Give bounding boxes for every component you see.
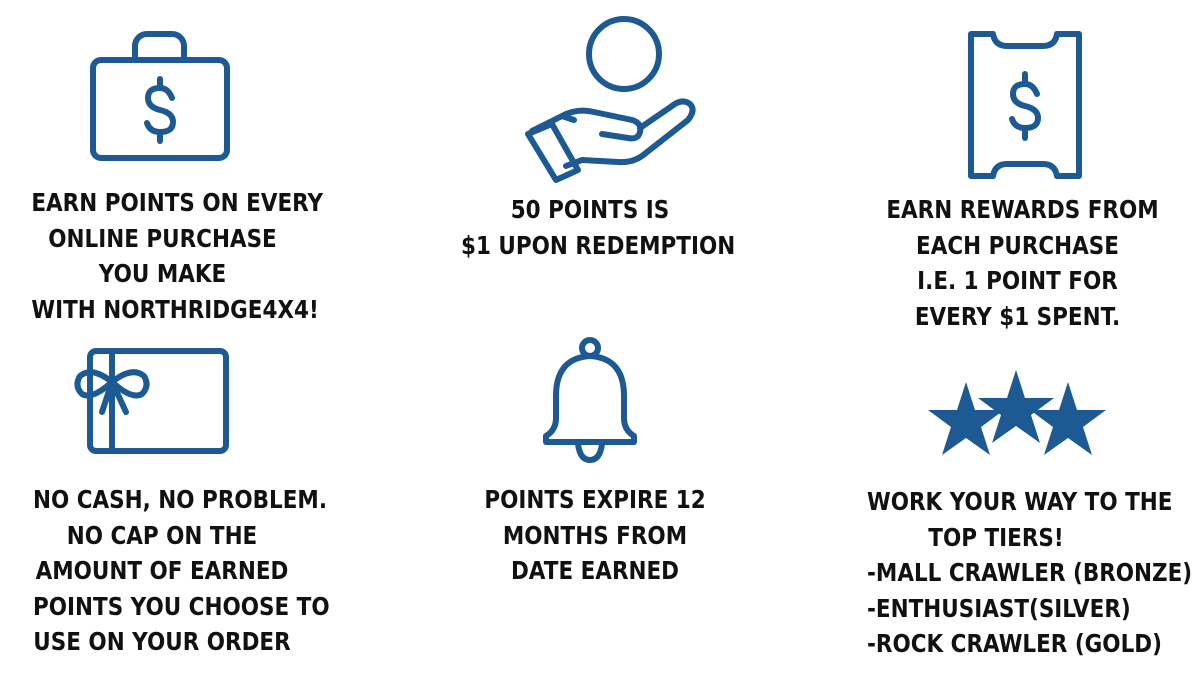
- tile-5-line-3: DATE EARNED: [510, 556, 680, 585]
- tile-5-line-2: MONTHS FROM: [502, 520, 688, 550]
- tile-6-line-1: WORK YOUR WAY TO THE: [867, 487, 1173, 516]
- tile-1-line-2: ONLINE PURCHASE: [48, 223, 277, 253]
- gift-card-icon: [72, 346, 232, 456]
- hand-coin-icon: [522, 16, 702, 186]
- tile-2-line-2: $1 UPON REDEMPTION: [461, 230, 736, 260]
- tile-4-line-3: AMOUNT OF EARNED: [35, 556, 289, 585]
- tile-6-caption: WORK YOUR WAY TO THE TOP TIERS! -MALL CR…: [867, 484, 1193, 662]
- tile-2-caption: 50 POINTS IS $1 UPON REDEMPTION: [461, 192, 736, 263]
- tile-6-line-2: TOP TIERS!: [928, 522, 1064, 552]
- tile-5-line-1: POINTS EXPIRE 12: [484, 485, 706, 514]
- tile-1-caption: EARN POINTS ON EVERY ONLINE PURCHASE YOU…: [31, 185, 324, 327]
- receipt-dollar-icon: [965, 28, 1085, 183]
- tile-4-line-2: NO CAP ON THE: [66, 520, 258, 550]
- tile-6-line-4: -ENTHUSIAST(SILVER): [867, 593, 1131, 623]
- tile-6-line-5: -ROCK CRAWLER (GOLD): [867, 629, 1162, 658]
- tile-1-line-3: YOU MAKE: [98, 259, 227, 288]
- tile-4-line-1: NO CASH, NO PROBLEM.: [33, 485, 327, 514]
- tile-6-line-3: -MALL CRAWLER (BRONZE): [867, 558, 1193, 587]
- tile-5-caption: POINTS EXPIRE 12 MONTHS FROM DATE EARNED: [466, 482, 724, 589]
- tile-4-line-5: USE ON YOUR ORDER: [33, 627, 291, 656]
- tile-1-line-4: WITH NORTHRIDGE4X4!: [31, 294, 319, 324]
- shopping-bag-dollar-icon: [88, 24, 233, 164]
- tile-3-line-1: EARN REWARDS FROM: [886, 195, 1159, 224]
- tile-3-caption: EARN REWARDS FROM EACH PURCHASE I.E. 1 P…: [886, 192, 1159, 334]
- tile-4-line-4: POINTS YOU CHOOSE TO: [33, 591, 330, 621]
- tile-4-caption: NO CASH, NO PROBLEM. NO CAP ON THE AMOUN…: [33, 482, 330, 660]
- bell-icon: [538, 336, 643, 466]
- tile-2-line-1: 50 POINTS IS: [510, 195, 670, 224]
- three-stars-icon: [928, 368, 1106, 458]
- tile-1-line-1: EARN POINTS ON EVERY: [31, 188, 324, 217]
- tile-3-line-3: I.E. 1 POINT FOR: [917, 266, 1118, 295]
- tile-3-line-4: EVERY $1 SPENT.: [914, 301, 1121, 331]
- tile-3-line-2: EACH PURCHASE: [916, 230, 1119, 260]
